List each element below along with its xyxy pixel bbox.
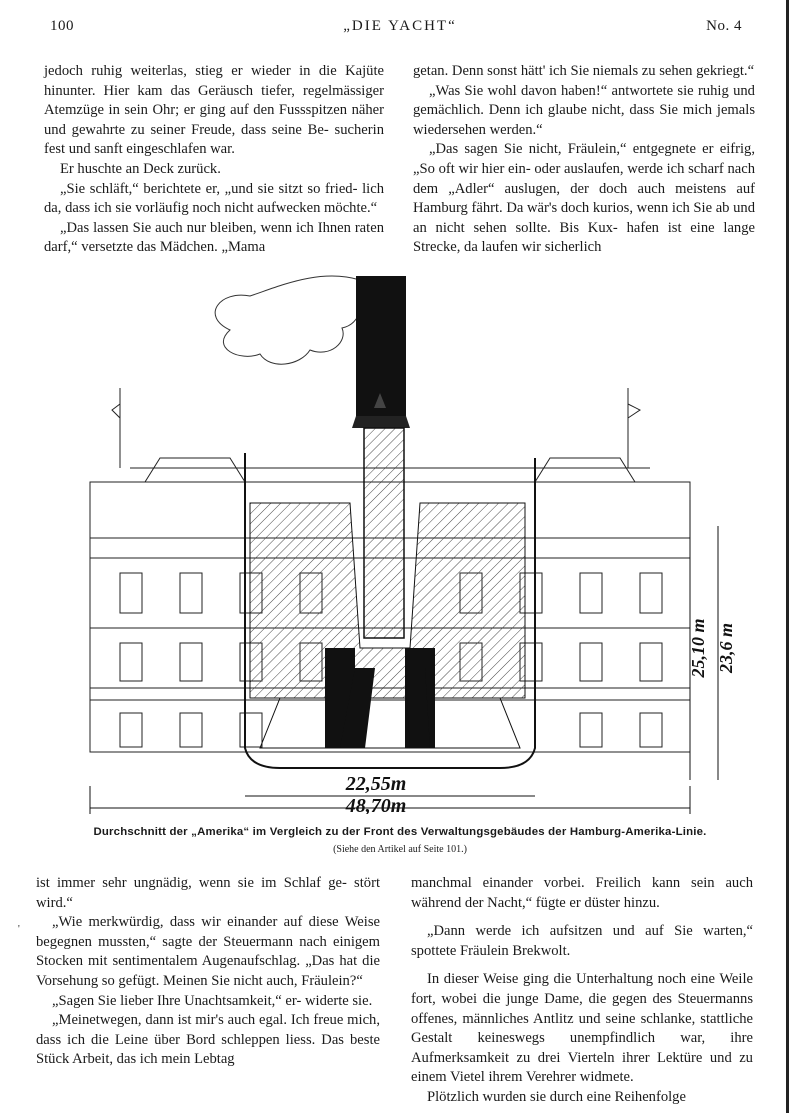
text-column-top-left: jedoch ruhig weiterlas, stieg er wieder … <box>44 62 384 258</box>
margin-mark: ' <box>18 924 20 935</box>
text-line: gekriegt.“ <box>696 63 755 79</box>
text-line: In dieser Weise ging die Unterhaltung no… <box>427 971 715 988</box>
paragraph: In dieser Weise ging die Unterhaltung no… <box>411 970 753 1088</box>
text-line: freue mich, dass ich die Leine über Bord… <box>36 1012 381 1048</box>
paragraph: „Dann werde ich aufsitzen und auf Sie wa… <box>411 922 753 961</box>
text-line: Plötzlich wurden sie durch eine Reihenfo… <box>427 1088 686 1105</box>
text-line: „Sie schläft,“ berichtete er, „und sie s… <box>60 180 358 197</box>
paragraph: manchmal einander vorbei. Freilich kann … <box>411 874 753 913</box>
paragraph: „Das sagen Sie nicht, Fräulein,“ entgegn… <box>413 140 755 258</box>
text-line: während der Nacht,“ fügte er düster hinz… <box>411 894 660 911</box>
page-edge-rule <box>786 0 789 1113</box>
text-line: schlanke, stattliche Gestalt keineswegs … <box>411 1010 753 1047</box>
text-line: liess. Das beste Stück Arbeit, das ich m… <box>36 1031 380 1068</box>
text-line: spottete Fräulein Brekwolt. <box>411 942 571 959</box>
text-line: jedoch ruhig weiterlas, stieg er wieder … <box>44 63 384 79</box>
text-line: „Sagen Sie lieber Ihre Unachtsamkeit,“ e… <box>52 992 302 1009</box>
text-line: stört wird.“ <box>36 875 380 911</box>
page-number: 100 <box>50 18 74 34</box>
text-line: und zu einem Vietel ihrem Verehrer widme… <box>411 1049 753 1086</box>
text-line: Er huschte an Deck zurück. <box>60 160 221 177</box>
ship-section-illustration: 22,55m 48,70m 25,10 m 23,6 m <box>89 275 736 814</box>
text-line: „Das lassen Sie auch nur bleiben, wenn i… <box>60 219 314 236</box>
smoke-cloud <box>214 275 363 365</box>
paragraph: ist immer sehr ungnädig, wenn sie im Sch… <box>36 874 380 913</box>
text-line: einigem Stocken mit sentimentalem Augena… <box>36 933 380 970</box>
text-line: hinunter. Hier kam das Geräusch tiefer, … <box>44 82 384 99</box>
paragraph: „Sagen Sie lieber Ihre Unachtsamkeit,“ e… <box>36 992 380 1012</box>
text-line: ruhig und gemächlich. Denn ich glaube ni… <box>413 82 755 119</box>
text-line: Sie mich jemals wiedersehen werden.“ <box>413 102 755 138</box>
funnel <box>352 276 410 639</box>
text-line: auch, Fräulein?“ <box>266 972 363 989</box>
text-line: ich scharf nach dem „Adler“ auslugen, de… <box>413 160 755 197</box>
text-line: ist immer sehr ungnädig, wenn sie im Sch… <box>36 875 347 891</box>
text-line: war, ihre Aufmerksamkeit zu drei Viertel… <box>411 1030 753 1066</box>
text-line: meistens auf Hamburg fährt. Da wär's doc… <box>413 180 755 217</box>
dimension-label-ship-height: 25,10 m <box>688 618 708 678</box>
text-line: „Dann werde ich aufsitzen und auf Sie wa… <box>427 923 753 940</box>
text-line: Ihnen raten darf,“ versetzte das Mädchen… <box>44 219 384 256</box>
dimension-label-ship-width: 22,55m <box>345 773 407 795</box>
paragraph: „Meinetwegen, dann ist mir's auch egal. … <box>36 1011 380 1070</box>
dimension-label-building-height: 23,6 m <box>716 623 736 674</box>
paragraph: jedoch ruhig weiterlas, stieg er wieder … <box>44 62 384 160</box>
paragraph: „Das lassen Sie auch nur bleiben, wenn i… <box>44 219 384 258</box>
paragraph: Plötzlich wurden sie durch eine Reihenfo… <box>411 1088 753 1108</box>
text-column-top-right: getan. Denn sonst hätt' ich Sie niemals … <box>413 62 755 258</box>
text-line: näher und gewahrte zu seiner Freude, das… <box>44 102 384 138</box>
engines <box>325 648 435 748</box>
text-line: möchte.“ <box>324 200 378 217</box>
text-line: Weise begegnen mussten,“ sagte der Steue… <box>36 914 380 950</box>
text-line: „Wie merkwürdig, dass wir einander auf d… <box>52 914 339 931</box>
text-line: lich da, dass ich sie vorläufig noch nic… <box>44 180 384 217</box>
paragraph: „Wie merkwürdig, dass wir einander auf d… <box>36 913 380 991</box>
figure-caption: Durchschnitt der „Amerika“ im Vergleich … <box>93 826 707 838</box>
dimension-label-building-width: 48,70m <box>345 795 407 814</box>
text-line: widerte sie. <box>304 992 373 1009</box>
text-line: „Was Sie wohl davon haben!“ antwortete s… <box>429 82 694 99</box>
dimension-lines <box>89 500 719 814</box>
paragraph: „Sie schläft,“ berichtete er, „und sie s… <box>44 180 384 219</box>
windows-row-3 <box>119 712 663 748</box>
figure-subcaption: (Siehe den Artikel auf Seite 101.) <box>333 844 467 855</box>
text-line: Atemzüge in sein Ohr; er ging auf den Fu… <box>44 102 348 119</box>
text-line: wenn ich Sie ab und an nicht sehen sollt… <box>413 200 756 236</box>
journal-title: „DIE YACHT“ <box>343 18 457 34</box>
text-line: „Das sagen Sie nicht, Fräulein,“ entgegn… <box>429 141 714 158</box>
text-line: sucherin fest und sanft eingeschlafen wa… <box>44 121 384 158</box>
text-line: eifrig, „So oft wir hier ein- oder ausla… <box>413 141 756 177</box>
text-line: manchmal einander vorbei. Freilich kann … <box>411 875 753 891</box>
paragraph: „Was Sie wohl davon haben!“ antwortete s… <box>413 82 755 141</box>
paragraph: Er huschte an Deck zurück. <box>44 160 384 180</box>
paragraph: getan. Denn sonst hätt' ich Sie niemals … <box>413 62 755 82</box>
text-line: hafen ist eine lange Strecke, da laufen … <box>413 219 755 256</box>
text-line: Weile fort, wobei die junge Dame, die ge… <box>411 971 753 1007</box>
text-line: Steuermanns offenes, männliches Antlitz … <box>411 990 753 1027</box>
text-column-bottom-right: manchmal einander vorbei. Freilich kann … <box>411 874 753 1108</box>
text-line: „Das hat die Vorsehung so gefügt. Meinen… <box>36 953 380 989</box>
text-column-bottom-left: ist immer sehr ungnädig, wenn sie im Sch… <box>36 874 380 1070</box>
issue-number: No. 4 <box>706 18 742 34</box>
text-line: getan. Denn sonst hätt' ich Sie niemals … <box>413 63 693 79</box>
text-line: „Meinetwegen, dann ist mir's auch egal. … <box>52 1012 310 1029</box>
